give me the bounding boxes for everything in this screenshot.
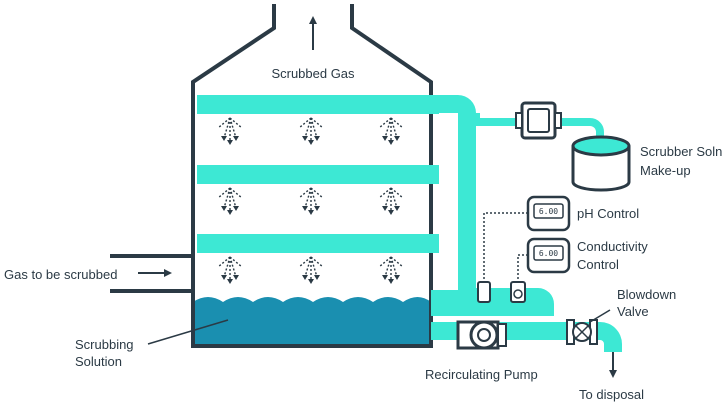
spray-nozzle-3-3 (378, 256, 404, 284)
spray-nozzle-2-1 (217, 187, 243, 215)
gas-outlet-arrow (309, 16, 317, 50)
ph-meter-reading: 6.00 (539, 207, 558, 216)
gas-inlet-arrow (138, 269, 172, 277)
disposal-arrow (609, 352, 617, 378)
spray-nozzles (217, 117, 404, 284)
makeup-flow-meter (515, 101, 562, 140)
spray-header-2 (197, 165, 439, 184)
label-solution-line2: Solution (75, 354, 122, 369)
label-makeup-line2: Make-up (640, 163, 691, 178)
conductivity-signal-line (517, 254, 528, 282)
conductivity-meter-reading: 6.00 (539, 249, 558, 258)
spray-header-1 (197, 95, 439, 114)
blowdown-leader-line (589, 309, 611, 323)
label-conductivity-line1: Conductivity (577, 239, 648, 254)
label-ph-control: pH Control (577, 206, 639, 221)
spray-nozzle-3-2 (298, 256, 324, 284)
spray-nozzle-1-3 (378, 117, 404, 145)
blowdown-valve (566, 319, 598, 345)
scrubber-tower (191, 4, 433, 348)
spray-nozzle-3-1 (217, 256, 243, 284)
scrubbing-solution-liquid (193, 297, 431, 346)
makeup-line (472, 113, 604, 140)
ph-signal-line (483, 212, 528, 282)
gas-inlet-duct (110, 254, 193, 293)
conductivity-meter: 6.00 (526, 237, 571, 274)
recirculation-riser (431, 95, 554, 316)
label-pump: Recirculating Pump (425, 367, 538, 382)
solution-leader-line (147, 319, 229, 345)
label-makeup-line1: Scrubber Soln (640, 144, 722, 159)
label-conductivity-line2: Control (577, 257, 619, 272)
spray-nozzle-2-2 (298, 187, 324, 215)
ph-meter: 6.00 (526, 195, 571, 232)
spray-nozzle-2-3 (378, 187, 404, 215)
label-disposal: To disposal (579, 387, 644, 402)
label-solution-line1: Scrubbing (75, 337, 134, 352)
makeup-tank (571, 135, 631, 192)
label-blowdown-line2: Valve (617, 304, 649, 319)
spray-nozzle-1-1 (217, 117, 243, 145)
label-scrubbed-gas: Scrubbed Gas (271, 66, 355, 81)
label-blowdown-line1: Blowdown (617, 287, 676, 302)
conductivity-probe (510, 281, 526, 303)
recirculating-pump (456, 320, 507, 350)
ph-probe (477, 281, 491, 303)
spray-nozzle-1-2 (298, 117, 324, 145)
label-gas-inlet: Gas to be scrubbed (4, 267, 117, 282)
spray-header-3 (197, 234, 439, 253)
